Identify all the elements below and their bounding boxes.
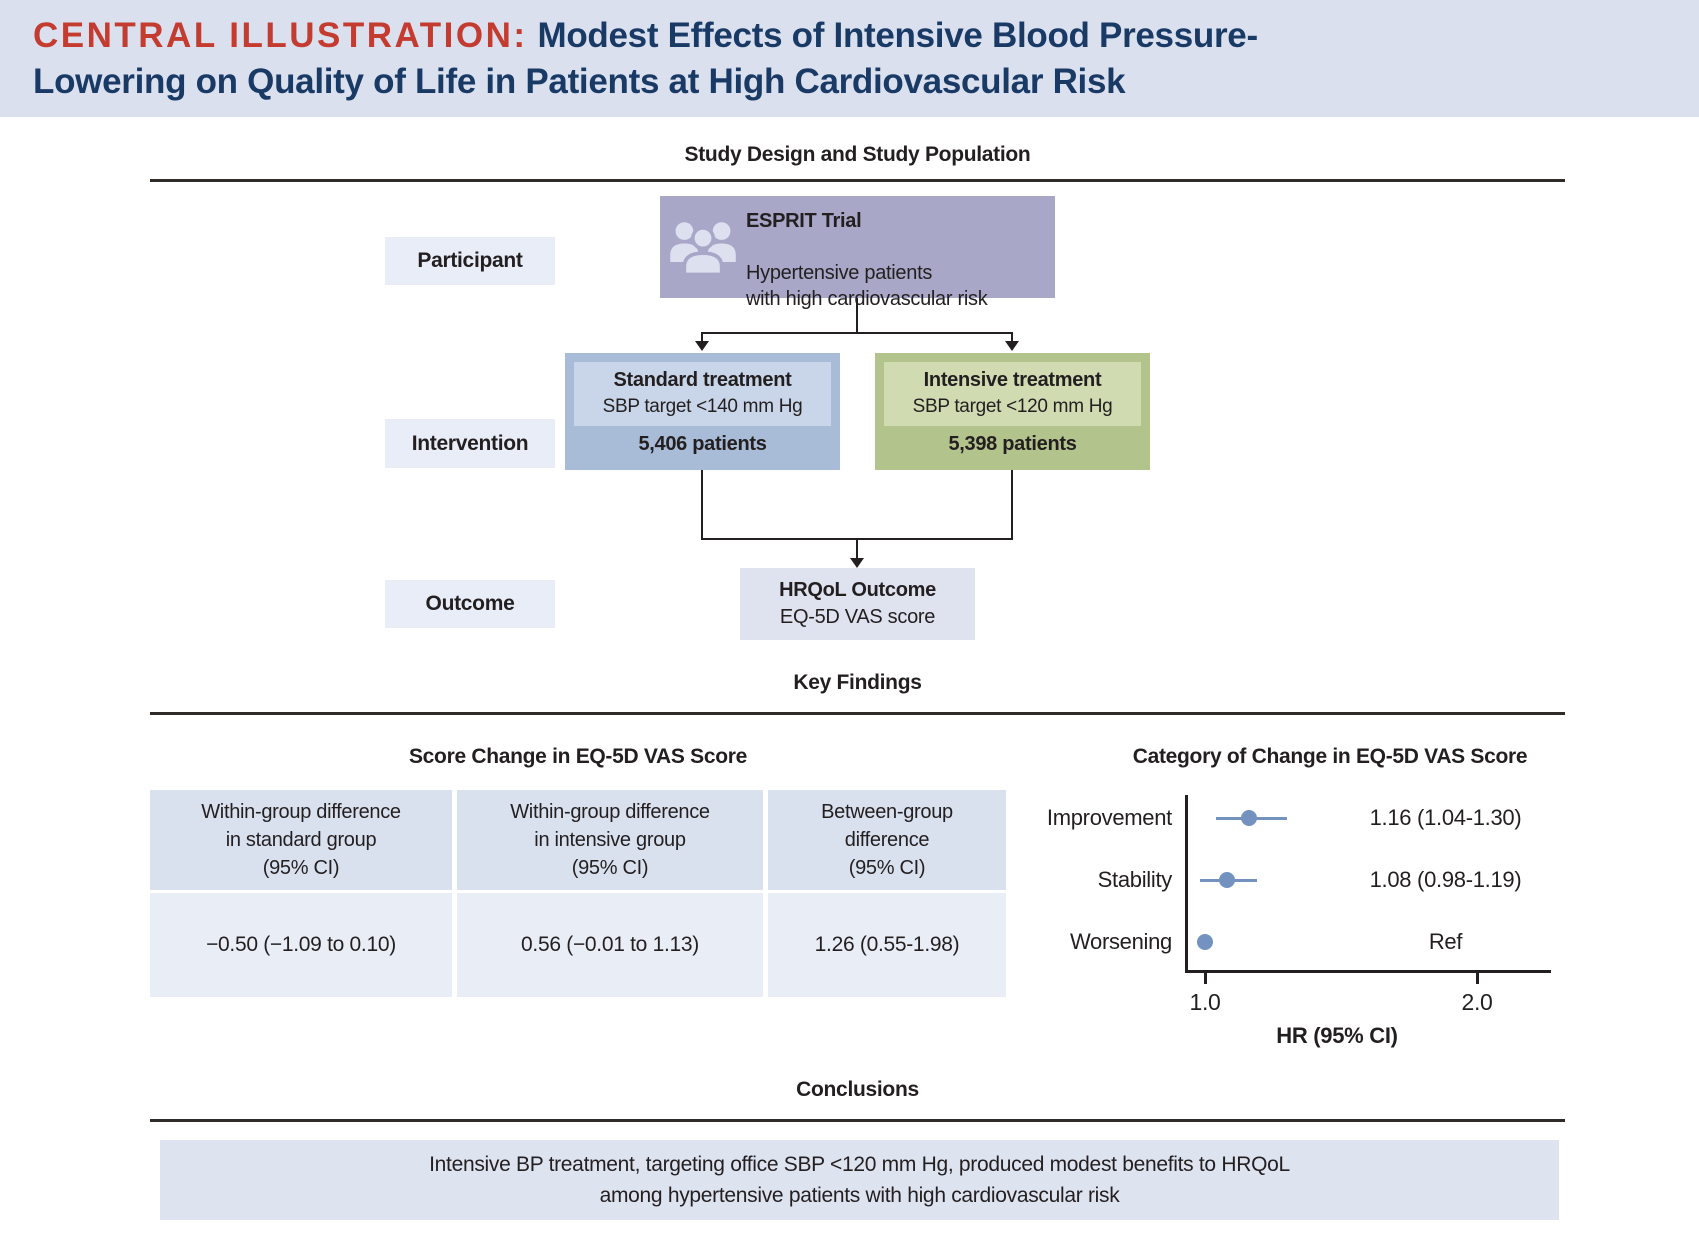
intensive-treatment-text: Intensive treatment SBP target <120 mm H… <box>884 362 1141 426</box>
x-axis-tick-label: 2.0 <box>1461 989 1493 1015</box>
standard-treatment-box: Standard treatment SBP target <140 mm Hg… <box>565 353 840 470</box>
row-label-intervention: Intervention <box>385 419 555 468</box>
section-rule <box>150 1119 1565 1122</box>
score-table-value: −0.50 (−1.09 to 0.10) <box>150 893 452 997</box>
hr-point-marker <box>1197 934 1213 950</box>
intensive-treatment-title: Intensive treatment <box>923 369 1102 391</box>
forest-row-label: Stability <box>1097 867 1173 892</box>
conclusion-text-box: Intensive BP treatment, targeting office… <box>160 1140 1559 1220</box>
x-axis-tick <box>1203 973 1207 984</box>
section-title-key-findings: Key Findings <box>793 671 922 694</box>
intensive-treatment-box: Intensive treatment SBP target <120 mm H… <box>875 353 1150 470</box>
forest-row-value: 1.16 (1.04-1.30) <box>1369 805 1522 830</box>
standard-treatment-subtitle: SBP target <140 mm Hg <box>602 396 803 417</box>
score-table-value: 0.56 (−0.01 to 1.13) <box>457 893 763 997</box>
connector-line <box>856 538 858 558</box>
intensive-treatment-subtitle: SBP target <120 mm Hg <box>912 396 1113 417</box>
forest-plot-title: Category of Change in EQ-5D VAS Score <box>1132 745 1528 768</box>
forest-row-label: Improvement <box>1046 805 1172 830</box>
hrqol-outcome-box: HRQoL Outcome EQ-5D VAS score <box>740 568 975 640</box>
connector-line <box>1011 332 1013 341</box>
standard-treatment-text: Standard treatment SBP target <140 mm Hg <box>574 362 831 426</box>
section-rule <box>150 179 1565 182</box>
intensive-treatment-patients: 5,398 patients <box>948 433 1077 455</box>
score-table-column: Within-group difference in standard grou… <box>150 790 452 997</box>
score-table: Within-group difference in standard grou… <box>150 790 1006 997</box>
forest-y-axis <box>1185 795 1188 973</box>
standard-treatment-title: Standard treatment <box>613 369 792 391</box>
arrow-down-icon <box>1005 341 1019 351</box>
score-table-column: Within-group difference in intensive gro… <box>457 790 763 997</box>
arrow-down-icon <box>850 558 864 568</box>
standard-treatment-patients: 5,406 patients <box>638 433 767 455</box>
hrqol-outcome-subtitle: EQ-5D VAS score <box>779 606 936 628</box>
score-table-header: Within-group difference in standard grou… <box>150 790 452 890</box>
score-table-header: Between-group difference (95% CI) <box>768 790 1006 890</box>
esprit-trial-title: ESPRIT Trial <box>746 210 862 232</box>
connector-line <box>701 332 703 341</box>
figure-title: CENTRAL ILLUSTRATION:Modest Effects of I… <box>33 13 1633 105</box>
score-table-value: 1.26 (0.55-1.98) <box>768 893 1006 997</box>
x-axis-tick-label: 1.0 <box>1189 989 1221 1015</box>
section-title-study-design: Study Design and Study Population <box>684 143 1031 166</box>
forest-row-label: Worsening <box>1069 929 1172 954</box>
section-title-conclusions: Conclusions <box>796 1078 919 1101</box>
figure-title-text: Modest Effects of Intensive Blood Pressu… <box>33 16 1258 101</box>
header-band: CENTRAL ILLUSTRATION:Modest Effects of I… <box>0 0 1699 117</box>
people-group-icon <box>660 216 746 278</box>
hrqol-outcome-title: HRQoL Outcome <box>779 579 936 601</box>
hr-point-marker <box>1218 872 1235 888</box>
hr-point-marker <box>1240 810 1257 826</box>
score-table-header: Within-group difference in intensive gro… <box>457 790 763 890</box>
score-table-column: Between-group difference (95% CI)1.26 (0… <box>768 790 1006 997</box>
central-illustration-label: CENTRAL ILLUSTRATION: <box>33 16 528 55</box>
connector-line <box>701 470 703 540</box>
section-rule <box>150 712 1565 715</box>
esprit-trial-text: ESPRIT Trial Hypertensive patients with … <box>746 182 988 312</box>
connector-line <box>701 332 1013 334</box>
connector-line <box>856 298 858 333</box>
row-label-participant: Participant <box>385 237 555 285</box>
forest-x-axis-label: HR (95% CI) <box>1276 1023 1398 1048</box>
score-table-title: Score Change in EQ-5D VAS Score <box>408 745 748 768</box>
forest-row-value: Ref <box>1428 929 1463 954</box>
forest-x-axis <box>1185 970 1551 973</box>
esprit-trial-description: Hypertensive patients with high cardiova… <box>746 262 988 310</box>
row-label-outcome: Outcome <box>385 580 555 628</box>
x-axis-tick <box>1475 973 1479 984</box>
esprit-trial-box: ESPRIT Trial Hypertensive patients with … <box>660 196 1055 310</box>
connector-line <box>1011 470 1013 540</box>
forest-plot: HR (95% CI) Improvement 1.16 (1.04-1.30) S… <box>1020 795 1565 1085</box>
forest-row-value: 1.08 (0.98-1.19) <box>1369 867 1522 892</box>
arrow-down-icon <box>695 341 709 351</box>
